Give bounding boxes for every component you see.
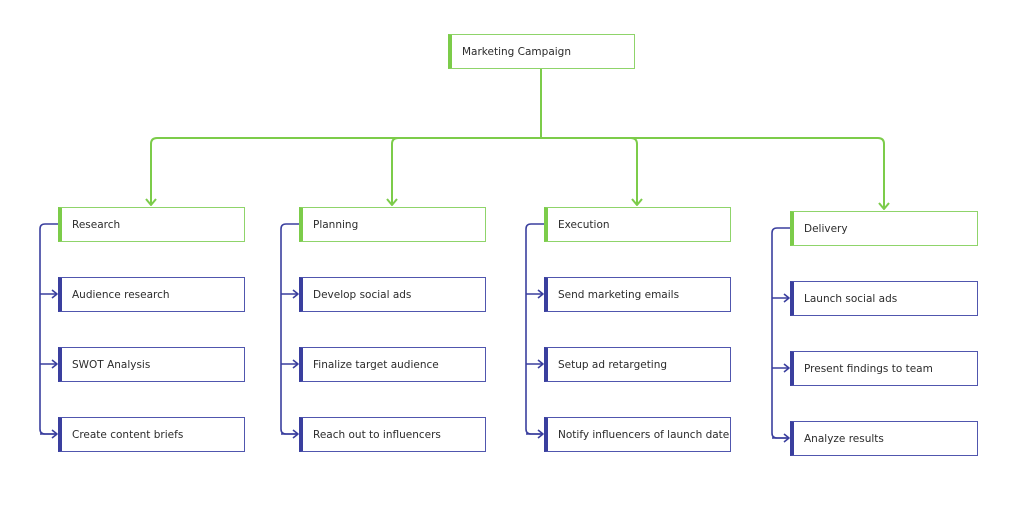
arrow-head [631, 198, 643, 206]
arrow-head [878, 202, 890, 210]
task-label: Notify influencers of launch date [558, 428, 730, 441]
category-connector [150, 137, 541, 205]
arrow-head [292, 289, 299, 299]
arrow-head [386, 198, 398, 206]
task-label: Analyze results [804, 432, 884, 445]
category-label: Planning [313, 218, 359, 231]
task-node[interactable]: Launch social ads [790, 281, 978, 316]
root-node-label: Marketing Campaign [462, 45, 571, 58]
task-label: Develop social ads [313, 288, 412, 301]
task-node[interactable]: Finalize target audience [299, 347, 486, 382]
category-node-planning[interactable]: Planning [299, 207, 486, 242]
category-label: Delivery [804, 222, 848, 235]
task-node[interactable]: Develop social ads [299, 277, 486, 312]
arrow-head [783, 433, 790, 443]
task-node[interactable]: SWOT Analysis [58, 347, 245, 382]
arrow-head [537, 429, 544, 439]
task-bracket [525, 223, 544, 435]
task-node[interactable]: Audience research [58, 277, 245, 312]
task-node[interactable]: Notify influencers of launch date [544, 417, 731, 452]
arrow-head [51, 289, 58, 299]
task-bracket [280, 223, 299, 435]
arrow-head [292, 429, 299, 439]
arrow-head [537, 359, 544, 369]
category-node-execution[interactable]: Execution [544, 207, 731, 242]
arrow-head [51, 429, 58, 439]
task-label: SWOT Analysis [72, 358, 151, 371]
task-node[interactable]: Create content briefs [58, 417, 245, 452]
task-bracket [39, 223, 58, 435]
arrow-head [51, 359, 58, 369]
arrow-head [292, 359, 299, 369]
category-label: Research [72, 218, 121, 231]
task-node[interactable]: Analyze results [790, 421, 978, 456]
task-node[interactable]: Reach out to influencers [299, 417, 486, 452]
category-connector [391, 137, 541, 205]
task-label: Audience research [72, 288, 170, 301]
category-connector [541, 137, 638, 205]
task-label: Reach out to influencers [313, 428, 441, 441]
task-label: Launch social ads [804, 292, 898, 305]
task-label: Create content briefs [72, 428, 184, 441]
arrow-head [537, 289, 544, 299]
task-node[interactable]: Setup ad retargeting [544, 347, 731, 382]
arrow-head [145, 198, 157, 206]
task-node[interactable]: Present findings to team [790, 351, 978, 386]
task-bracket [771, 227, 790, 439]
task-node[interactable]: Send marketing emails [544, 277, 731, 312]
arrow-head [783, 363, 790, 373]
task-label: Finalize target audience [313, 358, 439, 371]
category-connector [541, 137, 885, 209]
task-label: Present findings to team [804, 362, 933, 375]
task-label: Send marketing emails [558, 288, 680, 301]
category-label: Execution [558, 218, 610, 231]
arrow-head [783, 293, 790, 303]
root-node[interactable]: Marketing Campaign [448, 34, 635, 69]
category-node-delivery[interactable]: Delivery [790, 211, 978, 246]
category-node-research[interactable]: Research [58, 207, 245, 242]
task-label: Setup ad retargeting [558, 358, 668, 371]
